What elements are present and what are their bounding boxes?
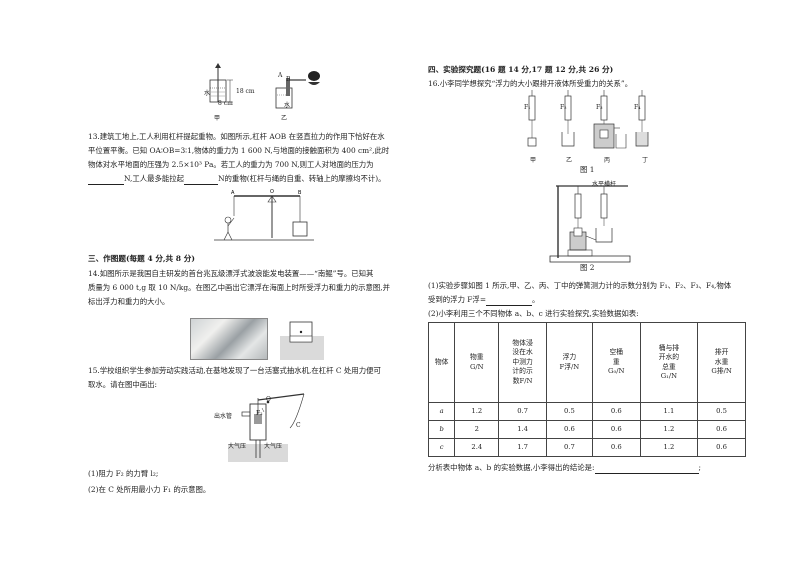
table-row: c 2.4 1.7 0.7 0.6 1.2 0.6 xyxy=(427,438,746,457)
svg-text:O: O xyxy=(270,189,274,195)
table-cell: 1.1 xyxy=(639,402,699,421)
answer-blank-13-1[interactable] xyxy=(88,175,124,185)
q16-analysis-prefix: 分析表中物体 a、b 的实验数据,小李得出的结论是: xyxy=(428,463,595,472)
nankun-photo xyxy=(190,318,268,360)
section-4-title: 四、实验探究题(16 题 14 分,17 题 12 分,共 26 分) xyxy=(428,65,614,74)
table-cell: 1.2 xyxy=(639,420,699,439)
q16-sub1-line1: (1)实验步骤如图 1 所示,甲、乙、丙、丁中的弹簧测力计的示数分别为 F₁、F… xyxy=(428,281,732,290)
label-18cm: 18 cm xyxy=(236,88,255,95)
pump-outlet-label: 出水管 xyxy=(214,413,233,420)
q15-line-2: 取水。请在图中画出: xyxy=(88,380,158,389)
lever-figure: A O B xyxy=(214,189,314,241)
q16-sub1-prefix: 受到的浮力 F浮= xyxy=(428,295,487,304)
q15-sub-1: (1)阻力 F₂ 的力臂 l₂; xyxy=(88,469,159,478)
q13-line-3: 物体对水平地面的压强为 2.5×10³ Pa。若工人的重力为 700 N,则工人… xyxy=(88,160,374,169)
section-3-title: 三、作图题(每题 4 分,共 8 分) xyxy=(88,254,195,263)
table-cell: 0.6 xyxy=(697,438,746,457)
q13-line-1: 13.建筑工地上,工人利用杠杆提起重物。如图所示,杠杆 AOB 在竖直拉力的作用… xyxy=(88,132,385,141)
table-cell: 0.6 xyxy=(591,420,641,439)
table-cell: 0.5 xyxy=(545,402,593,421)
q16-analysis-end: ; xyxy=(698,463,702,472)
table-cell: 0.6 xyxy=(545,420,593,439)
q16-sub2-line: (2)小李利用三个不同物体 a、b、c 进行实验探究,实验数据如表: xyxy=(428,309,639,318)
pump-figure xyxy=(228,393,305,462)
figure-1 xyxy=(527,90,649,149)
q16-sub1-end: 。 xyxy=(532,295,540,304)
figure-2 xyxy=(549,185,631,263)
fig1-F4: F₄ xyxy=(634,104,641,111)
th-empty-bucket: 空桶 重 G₀/N xyxy=(591,322,641,403)
th-buoyancy: 浮力 F浮/N xyxy=(545,322,593,403)
fig1-label-jia: 甲 xyxy=(530,157,537,164)
table-header-row: 物体 物重 G/N 物体浸 没在水 中测力 计的示 数F/N 浮力 F浮/N 空… xyxy=(427,322,746,403)
answer-blank-16-2[interactable] xyxy=(594,464,699,474)
table-cell: 0.6 xyxy=(591,438,641,457)
fig1-label-bing: 丙 xyxy=(604,157,611,164)
pump-air-left: 大气压 xyxy=(228,443,247,450)
svg-text:B: B xyxy=(298,190,302,196)
fig1-label-yi: 乙 xyxy=(566,157,573,164)
table-cell: 2 xyxy=(454,420,500,439)
pump-C-label: C xyxy=(296,422,301,429)
figure-yi-container xyxy=(275,71,320,109)
svg-text:A: A xyxy=(231,190,235,196)
table-cell: 0.6 xyxy=(697,420,746,439)
table-cell: 0.6 xyxy=(591,402,641,421)
q13-line-4: N,工人最多能拉起 N的重物(杠杆与绳的自重、转轴上的摩擦均不计)。 xyxy=(88,173,386,185)
table-cell: 1.4 xyxy=(498,420,547,439)
figure-jia-container xyxy=(209,63,233,103)
q13-line-2: 平位置平衡。已知 OA∶OB=3∶1,物体的重力为 1 600 N,与地面的接触… xyxy=(88,146,390,155)
th-scale-reading: 物体浸 没在水 中测力 计的示 数F/N xyxy=(498,322,547,403)
table-row: b 2 1.4 0.6 0.6 1.2 0.6 xyxy=(427,420,746,439)
fig1-F2: F₂ xyxy=(560,104,567,111)
answer-blank-13-2[interactable] xyxy=(184,175,219,185)
experiment-table: 物体 物重 G/N 物体浸 没在水 中测力 计的示 数F/N 浮力 F浮/N 空… xyxy=(427,322,746,457)
pump-O-label: O xyxy=(266,396,271,403)
q14-line-2: 质量为 6 000 t,g 取 10 N/kg。在图乙中画出它漂浮在海面上时所受… xyxy=(88,283,390,292)
figure-1-caption: 图 1 xyxy=(580,165,595,174)
table-cell: a xyxy=(427,402,456,421)
table-cell: 0.7 xyxy=(545,438,593,457)
figure-yi-label: 乙 xyxy=(281,115,288,122)
q16-title: 16.小李同学想探究“浮力的大小跟排开液体所受重力的关系”。 xyxy=(428,79,633,88)
fig1-F1: F₁ xyxy=(524,104,531,111)
table-row: a 1.2 0.7 0.5 0.6 1.1 0.5 xyxy=(427,402,746,421)
table-cell: 0.7 xyxy=(498,402,547,421)
answer-blank-16-1[interactable] xyxy=(486,296,533,306)
table-cell: 0.5 xyxy=(697,402,746,421)
q13-line-4-a: N,工人最多能拉起 xyxy=(124,174,185,183)
th-object: 物体 xyxy=(427,322,456,403)
figure-jia-label: 甲 xyxy=(214,115,221,122)
fig1-F3: F₃ xyxy=(596,104,603,111)
pump-F2-label: F₂ xyxy=(256,410,263,417)
q13-line-4-b: N的重物(杠杆与绳的自重、转轴上的摩擦均不计)。 xyxy=(218,174,386,183)
table-cell: 1.2 xyxy=(454,402,500,421)
q14-line-1: 14.如图所示是我国自主研发的首台兆瓦级漂浮式波浪能发电装置——“南鲲”号。已知… xyxy=(88,269,374,278)
label-water-jia: 水 xyxy=(204,90,211,97)
label-8cm: 8 cm xyxy=(218,100,233,107)
table-cell: 2.4 xyxy=(454,438,500,457)
th-displaced-water: 排开 水重 G排/N xyxy=(697,322,746,403)
label-B-yi: B xyxy=(286,76,291,83)
q16-analysis-line: 分析表中物体 a、b 的实验数据,小李得出的结论是:; xyxy=(428,462,701,474)
figure-2-caption: 图 2 xyxy=(580,263,595,272)
figure-yi-q14 xyxy=(280,321,324,360)
q15-line-1: 15.学校组织学生参加劳动实践活动,在基地发现了一台活塞式抽水机,在杠杆 C 处… xyxy=(88,366,381,375)
label-water-yi: 水 xyxy=(284,102,291,109)
table-cell: b xyxy=(427,420,456,439)
th-bucket-total: 桶与排 开水的 总重 G₁/N xyxy=(639,322,699,403)
fig2-crossbar-label: 水平横杆 xyxy=(592,181,617,188)
table-cell: 1.2 xyxy=(639,438,699,457)
table-cell: 1.7 xyxy=(498,438,547,457)
label-A-yi: A xyxy=(278,72,283,79)
pump-air-right: 大气压 xyxy=(264,443,283,450)
table-cell: c xyxy=(427,438,456,457)
q14-line-3: 标出浮力和重力的大小。 xyxy=(88,297,170,306)
q16-sub1-line2: 受到的浮力 F浮= 。 xyxy=(428,294,539,306)
q15-sub-2: (2)在 C 处所用最小力 F₁ 的示意图。 xyxy=(88,485,211,494)
th-weight: 物重 G/N xyxy=(454,322,500,403)
fig1-label-ding: 丁 xyxy=(642,157,649,164)
